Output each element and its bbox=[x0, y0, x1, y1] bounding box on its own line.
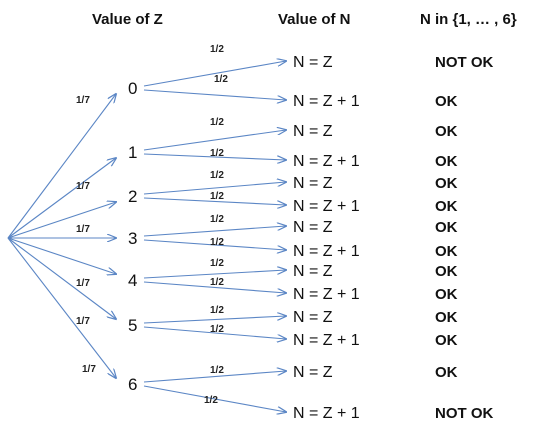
n-value-label: N = Z + 1 bbox=[293, 198, 360, 215]
ok-status: OK bbox=[435, 243, 458, 260]
root-probability-label: 1/7 bbox=[76, 95, 90, 106]
branch-edge bbox=[143, 385, 286, 412]
branch-probability-label: 1/2 bbox=[210, 214, 224, 225]
branch-probability-label: 1/2 bbox=[214, 74, 228, 85]
z-value-label: 0 bbox=[128, 79, 137, 98]
ok-status: OK bbox=[435, 219, 458, 236]
root-edge-z1 bbox=[7, 158, 116, 239]
ok-status: OK bbox=[435, 286, 458, 303]
ok-status: OK bbox=[435, 198, 458, 215]
branch-edge bbox=[143, 270, 286, 279]
n-value-label: N = Z + 1 bbox=[293, 405, 360, 422]
root-probability-label: 1/7 bbox=[82, 364, 96, 375]
ok-status: OK bbox=[435, 153, 458, 170]
branch-probability-label: 1/2 bbox=[204, 395, 218, 406]
tree-edges bbox=[7, 61, 286, 412]
z-value-label: 6 bbox=[128, 375, 137, 394]
branch-probability-label: 1/2 bbox=[210, 148, 224, 159]
root-edge-z6 bbox=[7, 237, 116, 378]
branch-edge bbox=[143, 371, 286, 383]
branch-edge bbox=[143, 316, 286, 324]
branch-probability-label: 1/2 bbox=[210, 305, 224, 316]
branch-probability-label: 1/2 bbox=[210, 117, 224, 128]
root-edge-z5 bbox=[7, 237, 116, 319]
branch-edge bbox=[143, 326, 286, 339]
branch-edge bbox=[143, 61, 286, 87]
root-edge-z0 bbox=[7, 94, 116, 239]
root-probability-label: 1/7 bbox=[76, 278, 90, 289]
n-value-label: N = Z + 1 bbox=[293, 243, 360, 260]
root-probability-label: 1/7 bbox=[76, 316, 90, 327]
ok-status: OK bbox=[435, 263, 458, 280]
branch-probability-label: 1/2 bbox=[210, 258, 224, 269]
not-ok-status: NOT OK bbox=[435, 54, 493, 71]
header-n-range: N in {1, … , 6} bbox=[420, 11, 517, 28]
header-value-of-z: Value of Z bbox=[92, 11, 163, 28]
branch-probability-label: 1/2 bbox=[210, 44, 224, 55]
n-value-label: N = Z bbox=[293, 123, 333, 140]
n-value-label: N = Z + 1 bbox=[293, 286, 360, 303]
branch-edge bbox=[143, 239, 286, 250]
root-probability-label: 1/7 bbox=[76, 181, 90, 192]
root-probability-label: 1/7 bbox=[76, 224, 90, 235]
root-edge-z4 bbox=[7, 237, 116, 274]
z-value-label: 3 bbox=[128, 229, 137, 248]
branch-probability-label: 1/2 bbox=[210, 170, 224, 181]
n-value-label: N = Z bbox=[293, 54, 333, 71]
n-value-label: N = Z bbox=[293, 309, 333, 326]
header-value-of-n: Value of N bbox=[278, 11, 351, 28]
n-value-label: N = Z bbox=[293, 364, 333, 381]
n-value-label: N = Z + 1 bbox=[293, 332, 360, 349]
ok-status: OK bbox=[435, 123, 458, 140]
branch-edge bbox=[143, 226, 286, 237]
n-value-label: N = Z + 1 bbox=[293, 153, 360, 170]
ok-status: OK bbox=[435, 309, 458, 326]
branch-edge bbox=[143, 153, 286, 160]
branch-probability-label: 1/2 bbox=[210, 324, 224, 335]
z-value-label: 1 bbox=[128, 143, 137, 162]
branch-probability-label: 1/2 bbox=[210, 365, 224, 376]
branch-edge bbox=[143, 89, 286, 100]
n-value-label: N = Z bbox=[293, 175, 333, 192]
branch-probability-label: 1/2 bbox=[210, 277, 224, 288]
z-value-label: 5 bbox=[128, 316, 137, 335]
n-value-label: N = Z bbox=[293, 219, 333, 236]
branch-edge bbox=[143, 182, 286, 195]
not-ok-status: NOT OK bbox=[435, 405, 493, 422]
n-value-label: N = Z + 1 bbox=[293, 93, 360, 110]
branch-edge bbox=[143, 281, 286, 293]
ok-status: OK bbox=[435, 364, 458, 381]
root-edge-z2 bbox=[7, 202, 116, 239]
tree-labels: 1/7 0 1/2 N = Z NOT OK 1/2 N = Z + 1 OK 1 1/2 N = … bbox=[76, 44, 493, 422]
branch-probability-label: 1/2 bbox=[210, 191, 224, 202]
ok-status: OK bbox=[435, 93, 458, 110]
branch-edge bbox=[143, 130, 286, 151]
branch-probability-label: 1/2 bbox=[210, 237, 224, 248]
ok-status: OK bbox=[435, 332, 458, 349]
n-value-label: N = Z bbox=[293, 263, 333, 280]
z-value-label: 4 bbox=[128, 271, 137, 290]
ok-status: OK bbox=[435, 175, 458, 192]
branch-edge bbox=[143, 197, 286, 205]
z-value-label: 2 bbox=[128, 187, 137, 206]
